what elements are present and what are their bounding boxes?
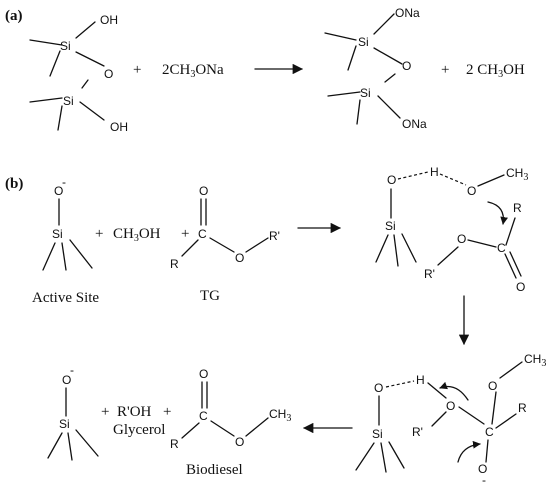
si-atom: Si: [372, 427, 383, 441]
plus-sign: +: [101, 404, 109, 420]
glycerol-label: Glycerol: [113, 422, 165, 438]
oxide-o: O: [387, 173, 396, 187]
ona-group: ONa: [395, 6, 420, 20]
ester-o: O: [235, 251, 244, 265]
methanol-product: 2 CH3OH: [466, 62, 525, 80]
carbonyl-o: O: [199, 367, 208, 381]
biodiesel-label: Biodiesel: [186, 462, 243, 478]
svg-text:CH3OH: CH3OH: [113, 226, 161, 244]
hydrogen: H: [416, 373, 425, 387]
product-disodium-siloxane: Si ONa O Si ONa: [324, 6, 427, 131]
svg-text:CH3: CH3: [269, 407, 291, 424]
carbonyl-c: C: [497, 241, 506, 255]
panel-b: (b) O - Si Active Site + CH3OH + O C R O: [5, 165, 546, 487]
si-atom: Si: [360, 86, 371, 100]
si-atom: Si: [385, 219, 396, 233]
intermediate-complex-1: O H O CH3 Si O C R O R': [375, 165, 528, 294]
bridging-o: O: [446, 399, 455, 413]
carbonyl-o: O: [199, 184, 208, 198]
oxide-o: O: [374, 381, 383, 395]
panel-a: (a) Si OH O Si OH + 2CH3ONa: [5, 6, 525, 134]
hydrogen: H: [430, 165, 439, 179]
svg-text:2 CH3OH: 2 CH3OH: [466, 62, 525, 80]
negative-charge: -: [62, 175, 66, 189]
carbonyl-c: C: [198, 227, 207, 241]
r-prime-group: R': [412, 425, 423, 439]
oh-group: OH: [110, 120, 128, 134]
methanol: CH3OH: [113, 226, 161, 244]
plus-sign: +: [95, 226, 103, 242]
r-prime-group: R': [269, 229, 280, 243]
si-atom: Si: [63, 94, 74, 108]
plus-sign: +: [181, 226, 189, 242]
active-site-label: Active Site: [32, 290, 99, 306]
carbonyl-o: O: [516, 280, 525, 294]
tg-label: TG: [200, 288, 220, 304]
plus-sign: +: [163, 404, 171, 420]
si-atom: Si: [60, 39, 71, 53]
r-group: R: [170, 437, 179, 451]
negative-charge: -: [482, 473, 486, 487]
reactant-disilanol: Si OH O Si OH: [29, 13, 128, 134]
carbonyl-c: C: [199, 409, 208, 423]
methanol-o: O: [467, 184, 476, 198]
r-prime-group: R': [424, 267, 435, 281]
plus-sign: +: [441, 62, 449, 78]
regenerated-active-site: O - Si: [47, 363, 99, 461]
ester-o: O: [235, 435, 244, 449]
ona-group: ONa: [402, 117, 427, 131]
oxide-o: O: [62, 373, 71, 387]
tetrahedral-intermediate: O H O R' C O CH3 R O - Si: [355, 352, 546, 487]
methoxy-o: O: [488, 379, 497, 393]
plus-sign: +: [133, 62, 141, 78]
r-prime-oh: R'OH: [117, 404, 152, 420]
panel-b-tag: (b): [5, 176, 23, 192]
si-atom: Si: [59, 417, 70, 431]
r-group: R: [518, 401, 527, 415]
oxide-o: O: [54, 184, 63, 198]
panel-a-tag: (a): [5, 8, 23, 24]
si-atom: Si: [358, 35, 369, 49]
svg-text:CH3: CH3: [524, 352, 546, 369]
bridging-o: O: [104, 67, 113, 81]
biodiesel-ester: O C R O CH3 Biodiesel: [170, 367, 291, 478]
active-site-structure: O - Si Active Site: [32, 175, 99, 306]
r-group: R: [513, 201, 522, 215]
svg-text:2CH3ONa: 2CH3ONa: [162, 62, 224, 80]
r-group: R: [170, 257, 179, 271]
bridging-o: O: [402, 59, 411, 73]
tetrahedral-c: C: [485, 425, 494, 439]
ester-o: O: [457, 232, 466, 246]
sodium-methoxide: 2CH3ONa: [162, 62, 224, 80]
triglyceride-ester: O C R O R' TG: [170, 184, 280, 304]
negative-charge: -: [70, 363, 74, 377]
si-atom: Si: [52, 227, 63, 241]
svg-text:CH3: CH3: [506, 166, 528, 183]
alkoxide-o: O: [478, 462, 487, 476]
oh-group: OH: [100, 13, 118, 27]
